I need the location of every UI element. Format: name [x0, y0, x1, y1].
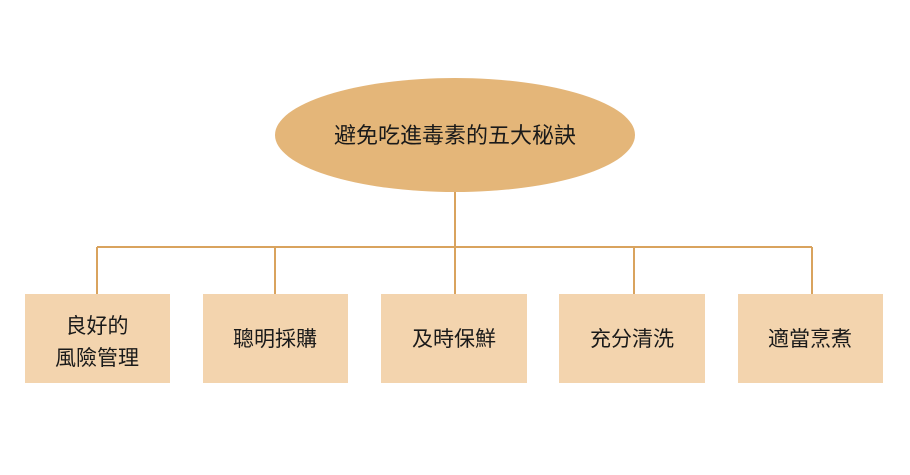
branch-node-timely-preservation: 及時保鮮	[381, 294, 527, 383]
branch-node-proper-cooking: 適當烹煮	[738, 294, 883, 383]
branch-node-label-line-1: 良好的	[66, 314, 129, 338]
root-node-shape	[275, 78, 635, 192]
branch-node-risk-management: 良好的 風險管理	[25, 294, 170, 383]
branch-node-box	[25, 294, 170, 383]
branch-node-box	[559, 294, 705, 383]
branch-node-thorough-washing: 充分清洗	[559, 294, 705, 383]
root-node-label: 避免吃進毒素的五大秘訣	[334, 124, 576, 149]
branch-node-box	[203, 294, 348, 383]
root-node: 避免吃進毒素的五大秘訣	[275, 78, 635, 192]
branch-node-label: 適當烹煮	[768, 327, 852, 351]
branch-node-label-line-2: 風險管理	[55, 346, 139, 370]
branch-node-box	[381, 294, 527, 383]
branch-node-label: 充分清洗	[590, 327, 674, 351]
branch-node-label: 聰明採購	[233, 327, 317, 351]
branch-node-box	[738, 294, 883, 383]
branch-node-label: 及時保鮮	[412, 327, 496, 351]
branch-node-smart-purchase: 聰明採購	[203, 294, 348, 383]
connectors	[96, 192, 813, 294]
